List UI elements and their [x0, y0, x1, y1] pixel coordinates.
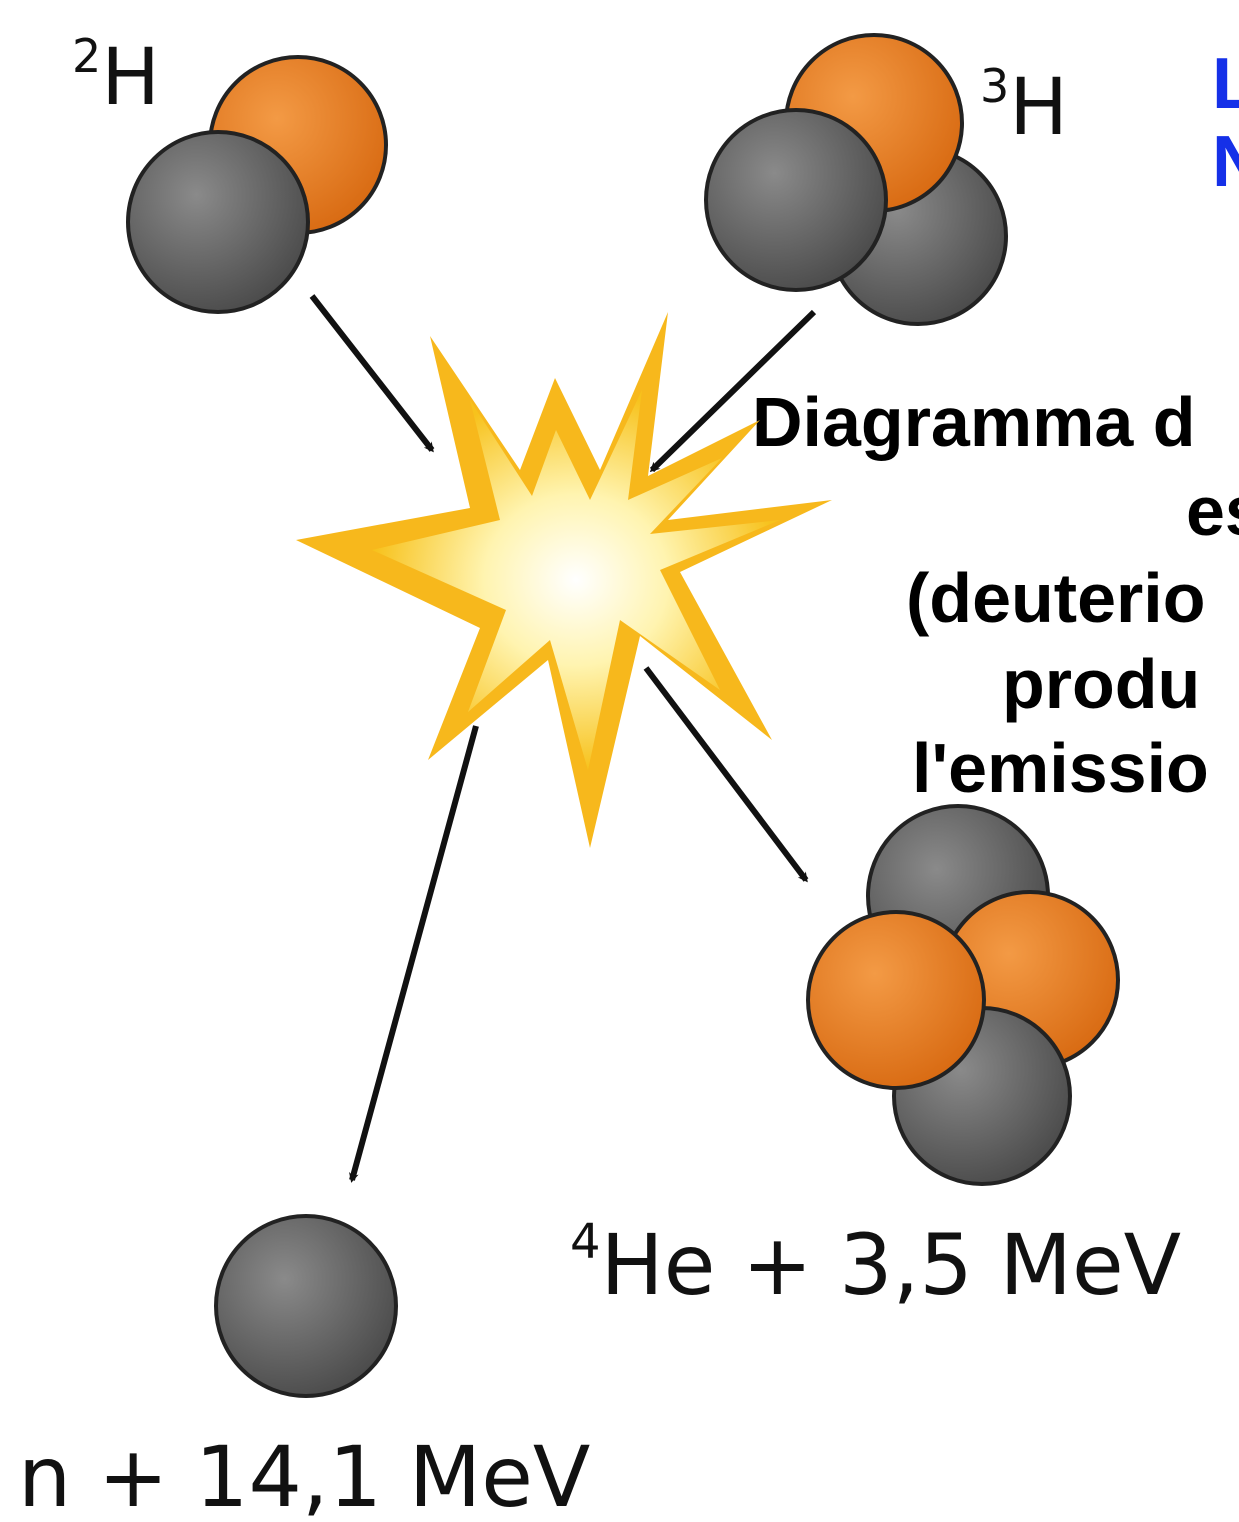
fusion-flash — [296, 312, 832, 848]
helium-nucleus — [806, 804, 1120, 1186]
free-neutron — [214, 1214, 398, 1398]
helium-energy-text: He + 3,5 MeV — [601, 1216, 1182, 1314]
heading-line-1: L — [1212, 44, 1239, 124]
neutron — [704, 108, 888, 292]
heading-line-2: N — [1212, 122, 1239, 202]
tritium-mass-number: 3 — [980, 59, 1009, 113]
caption-line-2: es — [1186, 472, 1239, 550]
caption-line-3: (deuterio — [906, 559, 1205, 637]
tritium-nucleus — [704, 33, 1008, 326]
deuterium-symbol: H — [101, 33, 160, 123]
tritium-label: 3H — [980, 59, 1068, 153]
helium-mass-number: 4 — [570, 1214, 601, 1270]
arrow-tritium-to-flash — [649, 309, 817, 473]
neutron-label: n + 14,1 MeV — [18, 1428, 590, 1522]
arrow-flash-to-helium — [643, 666, 809, 883]
proton — [806, 910, 986, 1090]
arrows — [309, 294, 817, 1183]
caption-line-4: produ — [1002, 645, 1200, 723]
deuterium-mass-number: 2 — [72, 29, 101, 83]
caption-line-1: Diagramma d — [752, 383, 1195, 461]
flash-inner — [372, 390, 780, 770]
tritium-symbol: H — [1009, 63, 1068, 153]
neutron — [126, 130, 310, 314]
caption-line-5: l'emissio — [912, 729, 1209, 807]
arrow-flash-to-neutron — [349, 725, 479, 1183]
deuterium-label: 2H — [72, 29, 160, 123]
deuterium-nucleus — [126, 55, 388, 314]
helium-label: 4He + 3,5 MeV — [570, 1214, 1181, 1314]
arrow-deuterium-to-flash — [309, 294, 435, 453]
